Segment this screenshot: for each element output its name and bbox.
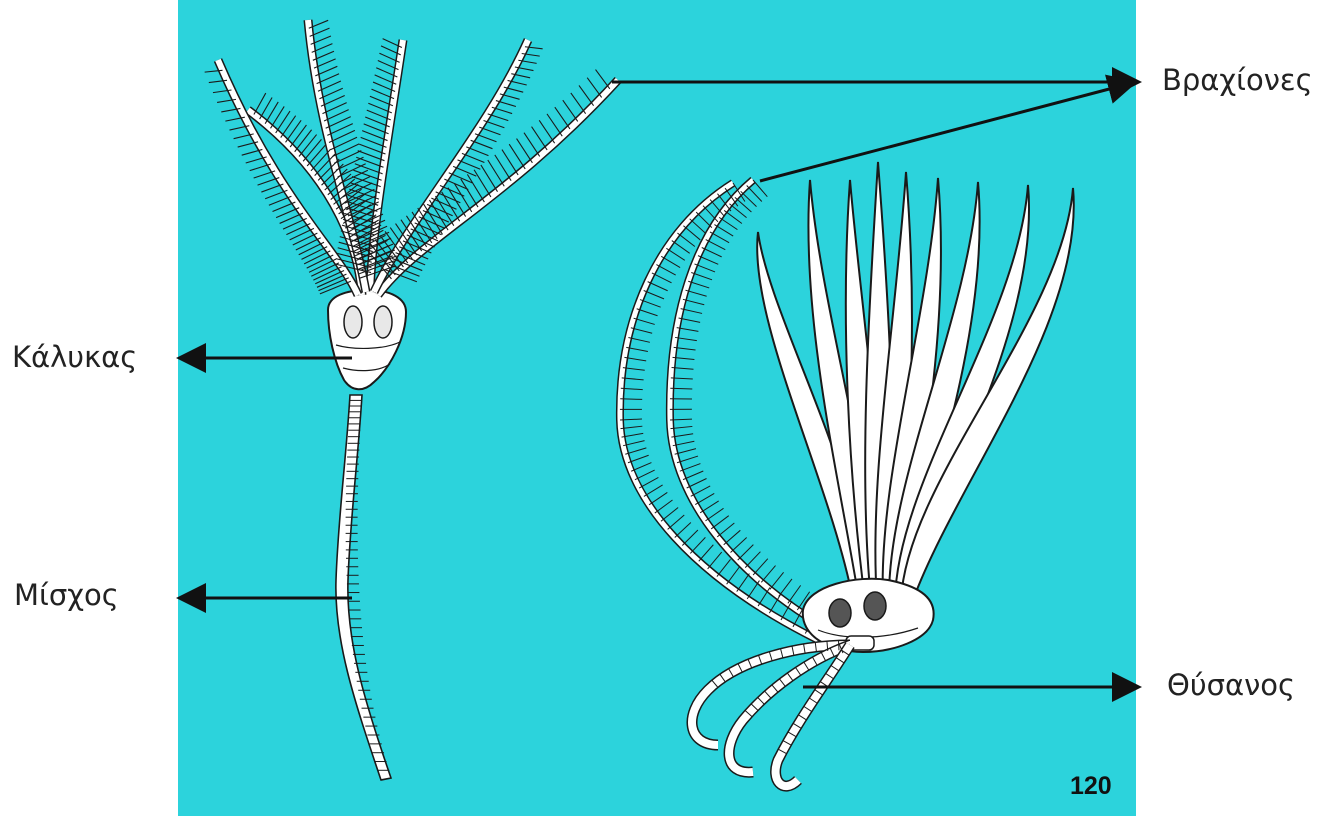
label-calyx: Κάλυκας <box>12 340 137 374</box>
page-number: 120 <box>1070 772 1112 801</box>
label-holdfast: Θύσανος <box>1167 668 1295 702</box>
label-arms: Βραχίονες <box>1162 63 1313 97</box>
label-stem: Μίσχος <box>14 578 119 612</box>
arms-arrow-lower <box>760 83 1132 181</box>
